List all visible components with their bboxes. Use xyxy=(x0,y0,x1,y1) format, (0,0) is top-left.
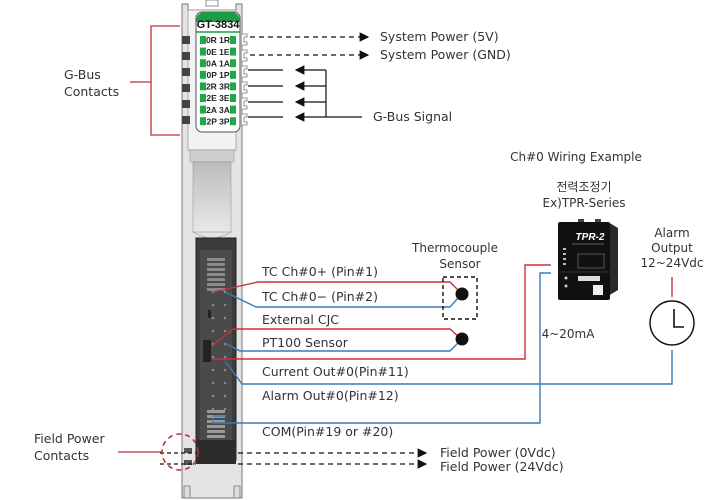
led-row: 0A 1A xyxy=(200,58,236,68)
led-label: 2R 3R xyxy=(206,82,230,92)
led-row: 2P 3P xyxy=(200,116,236,126)
com-wire xyxy=(212,272,551,424)
led-label: 2P 3P xyxy=(206,116,229,126)
field-power-contacts-marker xyxy=(118,433,199,471)
terminal-connector xyxy=(195,237,237,464)
pin-label: TC Ch#0− (Pin#2) xyxy=(261,289,378,304)
led-indicator xyxy=(200,117,206,126)
thermocouple-label-line2: Sensor xyxy=(439,257,480,271)
field-power-contacts-label-line1: Field Power xyxy=(34,431,105,446)
gbus-contact-pins xyxy=(182,36,190,124)
led-label: 0A 1A xyxy=(206,58,230,68)
led-indicator xyxy=(230,47,236,56)
led-indicator xyxy=(230,117,236,126)
field-power-pin-24v xyxy=(184,460,192,465)
pin-label: COM(Pin#19 or #20) xyxy=(262,424,393,439)
gbus-contact-pin xyxy=(182,68,190,76)
alarm-out-wire xyxy=(224,350,673,385)
controller-korean-label: 전력조정기 xyxy=(556,180,611,194)
led-indicator xyxy=(200,59,206,68)
pin-label: TC Ch#0+ (Pin#1) xyxy=(261,264,378,279)
alarm-label-line1: Alarm xyxy=(654,226,689,240)
thermocouple-wires xyxy=(212,276,478,320)
field-power-arrows xyxy=(160,448,428,469)
current-range-label: 4~20mA xyxy=(542,327,596,341)
pin-label: PT100 Sensor xyxy=(262,335,349,350)
led-indicator xyxy=(200,82,206,91)
system-power-gnd-label: System Power (GND) xyxy=(380,47,511,62)
led-indicator xyxy=(230,94,236,102)
system-power-5v-label: System Power (5V) xyxy=(380,29,499,44)
pin-label: Alarm Out#0(Pin#12) xyxy=(262,388,399,403)
gbus-contact-pin xyxy=(182,116,190,124)
field-power-contacts-label-line2: Contacts xyxy=(34,448,89,463)
led-indicator xyxy=(200,105,206,114)
led-row: 2R 3R xyxy=(200,82,236,92)
led-label: 2A 3A xyxy=(206,105,230,115)
led-indicator xyxy=(200,94,206,102)
pt100-wires xyxy=(212,328,469,352)
led-indicator xyxy=(200,36,206,44)
led-indicator xyxy=(230,105,236,114)
gbus-contacts-label-line1: G-Bus xyxy=(64,67,101,82)
alarm-label-line3: 12~24Vdc xyxy=(640,256,703,270)
led-label: 0P 1P xyxy=(206,70,229,80)
wiring-example-title: Ch#0 Wiring Example xyxy=(510,150,642,164)
gbus-contact-pin xyxy=(182,52,190,60)
led-row: 2E 3E xyxy=(200,93,236,103)
field-power-0v-label: Field Power (0Vdc) xyxy=(440,445,556,460)
led-row: 0E 1E xyxy=(200,47,236,57)
gbus-contacts-label-line2: Contacts xyxy=(64,84,119,99)
led-indicator xyxy=(230,36,236,44)
gbus-right-tabs xyxy=(242,33,248,126)
field-power-24v-label: Field Power (24Vdc) xyxy=(440,459,564,474)
field-power-pin-0v xyxy=(184,448,192,453)
led-indicator xyxy=(230,82,236,91)
gbus-contact-pin xyxy=(182,100,190,108)
pin-label: External CJC xyxy=(262,312,339,327)
alarm-label-line2: Output xyxy=(651,241,693,255)
led-indicator xyxy=(200,70,206,79)
system-power-arrows xyxy=(250,32,370,60)
thermocouple-label-line1: Thermocouple xyxy=(411,241,498,255)
controller-model: TPR-2 xyxy=(576,232,605,243)
tpr-controller-image: TPR-2 xyxy=(558,219,618,300)
thermocouple-junction xyxy=(455,287,469,301)
controller-series-label: Ex)TPR-Series xyxy=(542,196,625,210)
module-model: GT-3834 xyxy=(197,19,241,31)
gbus-signal-label: G-Bus Signal xyxy=(373,109,452,124)
led-row: 0R 1R xyxy=(200,35,236,45)
current-out-wire xyxy=(213,264,551,360)
pin-label: Current Out#0(Pin#11) xyxy=(262,364,409,379)
pt100-sensor-junction xyxy=(455,332,469,346)
alarm-lamp-icon xyxy=(649,300,695,346)
led-indicator xyxy=(200,47,206,56)
led-label: 0E 1E xyxy=(206,47,229,57)
led-label: 2E 3E xyxy=(206,93,229,103)
gbus-contact-pin xyxy=(182,84,190,92)
led-indicator xyxy=(230,59,236,68)
gbus-signal-arrows xyxy=(248,65,362,122)
gbus-contacts-bracket xyxy=(130,25,180,136)
led-row: 2A 3A xyxy=(200,105,236,115)
led-indicator xyxy=(230,70,236,79)
led-label: 0R 1R xyxy=(206,35,230,45)
led-row: 0P 1P xyxy=(200,70,236,80)
thermocouple-sensor-box xyxy=(442,276,478,320)
gbus-contact-pin xyxy=(182,36,190,44)
